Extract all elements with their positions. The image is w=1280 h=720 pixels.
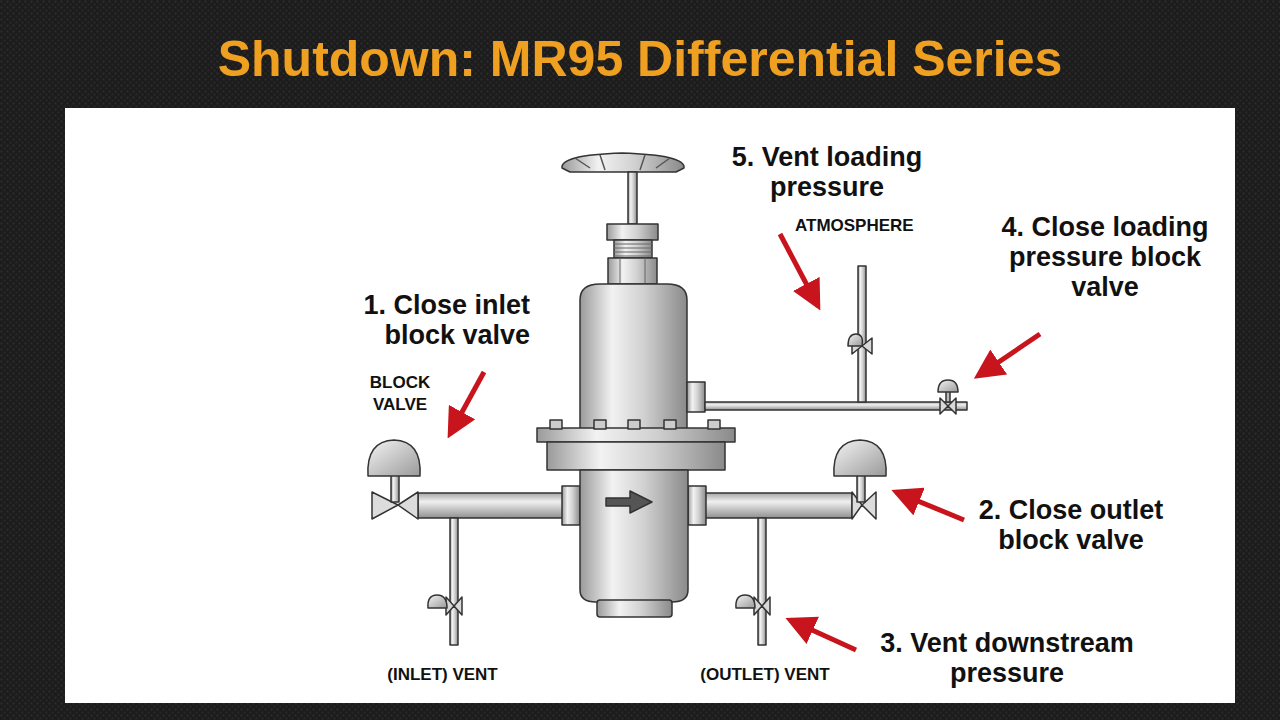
part-name: (INLET) VENT xyxy=(365,664,520,686)
step-callout: 5. Vent loading pressure xyxy=(712,142,942,202)
step-callout: 2. Close outlet block valve xyxy=(962,495,1180,555)
step-callout: 4. Close loading pressure block valve xyxy=(985,212,1225,302)
slide-title: Shutdown: MR95 Differential Series xyxy=(0,28,1280,90)
part-name: BLOCK VALVE xyxy=(345,372,455,416)
part-name: (OUTLET) VENT xyxy=(680,664,850,686)
part-name: ATMOSPHERE xyxy=(795,215,945,237)
step-callout: 1. Close inlet block valve xyxy=(338,290,530,350)
callout-arrows xyxy=(450,234,1040,650)
step-callout: 3. Vent downstream pressure xyxy=(862,628,1152,688)
